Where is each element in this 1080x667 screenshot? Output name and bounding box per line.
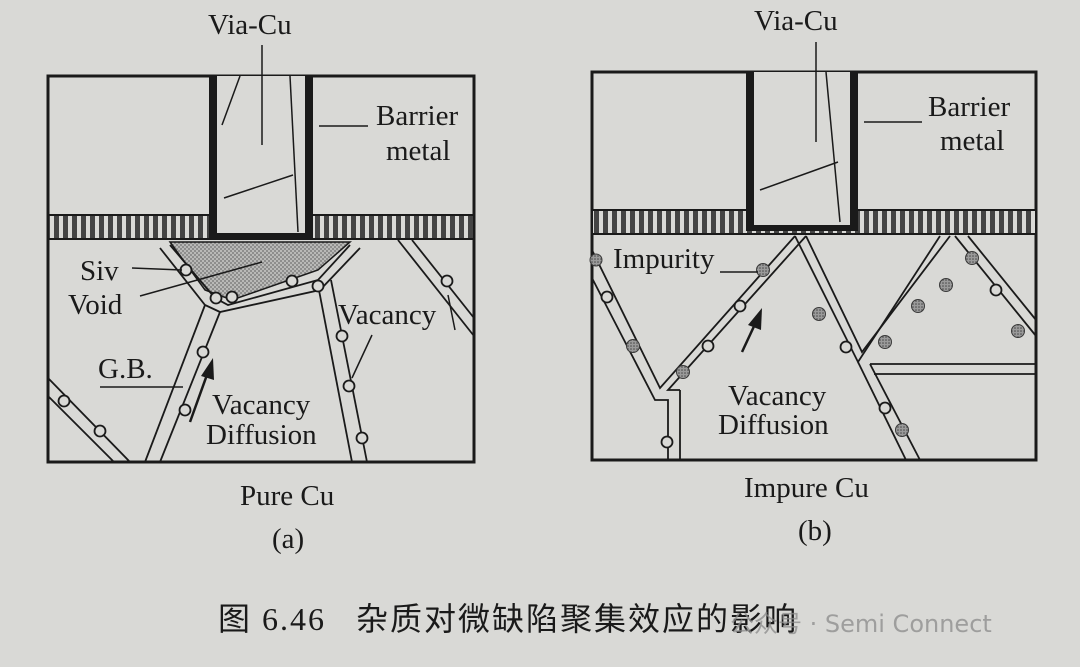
panel-a-vacancy-label: Vacancy	[338, 299, 437, 331]
panel-b-impurity-label: Impurity	[613, 243, 715, 275]
panel-b-diffusion-arrow	[740, 308, 762, 353]
panel-b-impure-cu: Via-Cu Barrier metal Impurity Vacancy Di…	[589, 5, 1038, 547]
panel-b-diffusion-label-1: Vacancy	[728, 380, 827, 412]
panel-a-pure-cu: Via-Cu Barrier metal Siv Void Vacancy G.…	[46, 9, 476, 555]
panel-a-void-label: Void	[68, 289, 123, 321]
panel-a-void	[168, 241, 352, 301]
panel-a-siv-label: Siv	[80, 255, 119, 287]
watermark: 公众号 · Semi Connect	[730, 610, 992, 638]
panel-a-barrier-label-1: Barrier	[376, 100, 458, 132]
panel-a-diffusion-arrow	[188, 358, 214, 423]
panel-a-diffusion-label-2: Diffusion	[206, 419, 317, 451]
panel-b-tag: (b)	[798, 515, 832, 547]
figure-caption: 图 6.46 杂质对微缺陷聚集效应的影响	[218, 601, 798, 637]
panel-b-via	[746, 42, 858, 231]
panel-b-diffusion-label-2: Diffusion	[718, 409, 829, 441]
panel-a-tag: (a)	[272, 523, 304, 555]
panel-b-vacancies	[600, 283, 1003, 449]
panel-a-gb-label: G.B.	[98, 353, 153, 385]
panel-a-via-label: Via-Cu	[208, 9, 292, 41]
panel-b-impurities	[589, 251, 1025, 437]
panel-a-diffusion-label-1: Vacancy	[212, 389, 311, 421]
panel-a-leaders	[100, 261, 456, 388]
panel-b-barrier-label-1: Barrier	[928, 91, 1010, 123]
panel-b-barrier-label-2: metal	[940, 125, 1004, 157]
panel-a-grain-boundaries	[47, 239, 475, 463]
panel-a-via	[209, 45, 313, 239]
panel-a-vacancies	[57, 263, 454, 445]
panel-a-title: Pure Cu	[240, 480, 334, 512]
panel-b-title: Impure Cu	[744, 472, 869, 504]
panel-a-barrier-label-2: metal	[386, 135, 450, 167]
panel-b-via-label: Via-Cu	[754, 5, 838, 37]
